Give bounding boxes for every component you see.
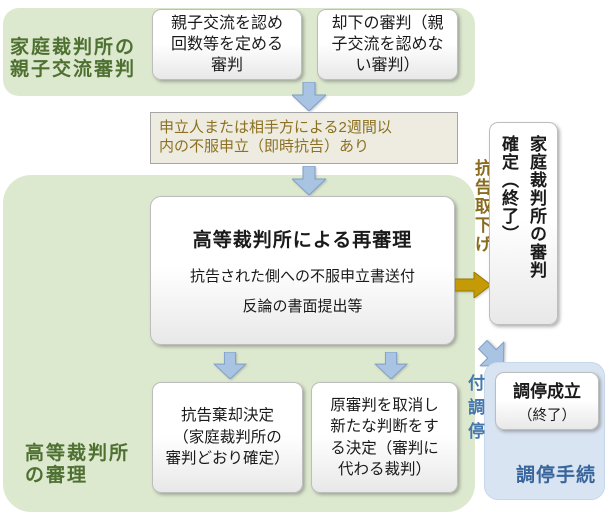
appeal-note: 申立人または相手方による2週間以 内の不服申立（即時抗告）あり xyxy=(150,112,458,164)
to-high-court-down-arrow-icon xyxy=(292,166,326,195)
ruling-final-box: 家庭裁判所の審判 確定（終了） xyxy=(489,122,558,325)
mediation-success-box: 調停成立 （終了） xyxy=(495,372,599,430)
appeal-flow-down-arrow-icon xyxy=(292,82,326,111)
dismiss-appeal-box: 抗告棄却決定 （家庭裁判所の 審判どおり確定） xyxy=(152,382,303,493)
revoke-decision-down-arrow-icon xyxy=(374,352,408,379)
dismiss-ruling-box: 却下の審判（親 子交流を認めな い審判） xyxy=(317,9,458,80)
mediation-panel-label: 調停手続 xyxy=(516,465,597,486)
high-court-stage-label: 高等裁判所 の審理 xyxy=(25,443,131,486)
revoke-ruling-box: 原審判を取消し 新たな判断をす る決定（審判に 代わる裁判） xyxy=(311,382,458,493)
mediation-success-sub: （終了） xyxy=(518,408,576,424)
mediation-success-title: 調停成立 xyxy=(513,382,581,401)
rehearing-title: 高等裁判所による再審理 xyxy=(192,230,413,251)
grant-ruling-box: 親子交流を認め 回数等を定める 審判 xyxy=(152,9,302,80)
mediation-referral-arrow-icon xyxy=(470,332,515,377)
family-court-stage-label: 家庭裁判所の 親子交流審判 xyxy=(10,37,137,80)
withdraw-label: 抗告取下げ xyxy=(472,159,491,254)
rehearing-box: 高等裁判所による再審理 抗告された側への不服申立書送付 反論の書面提出等 xyxy=(150,196,455,345)
rehearing-body: 抗告された側への不服申立書送付 反論の書面提出等 xyxy=(189,268,415,315)
withdraw-right-arrow-icon xyxy=(455,272,491,298)
referral-label: 付調停 xyxy=(465,374,484,446)
dismiss-decision-down-arrow-icon xyxy=(213,352,247,379)
